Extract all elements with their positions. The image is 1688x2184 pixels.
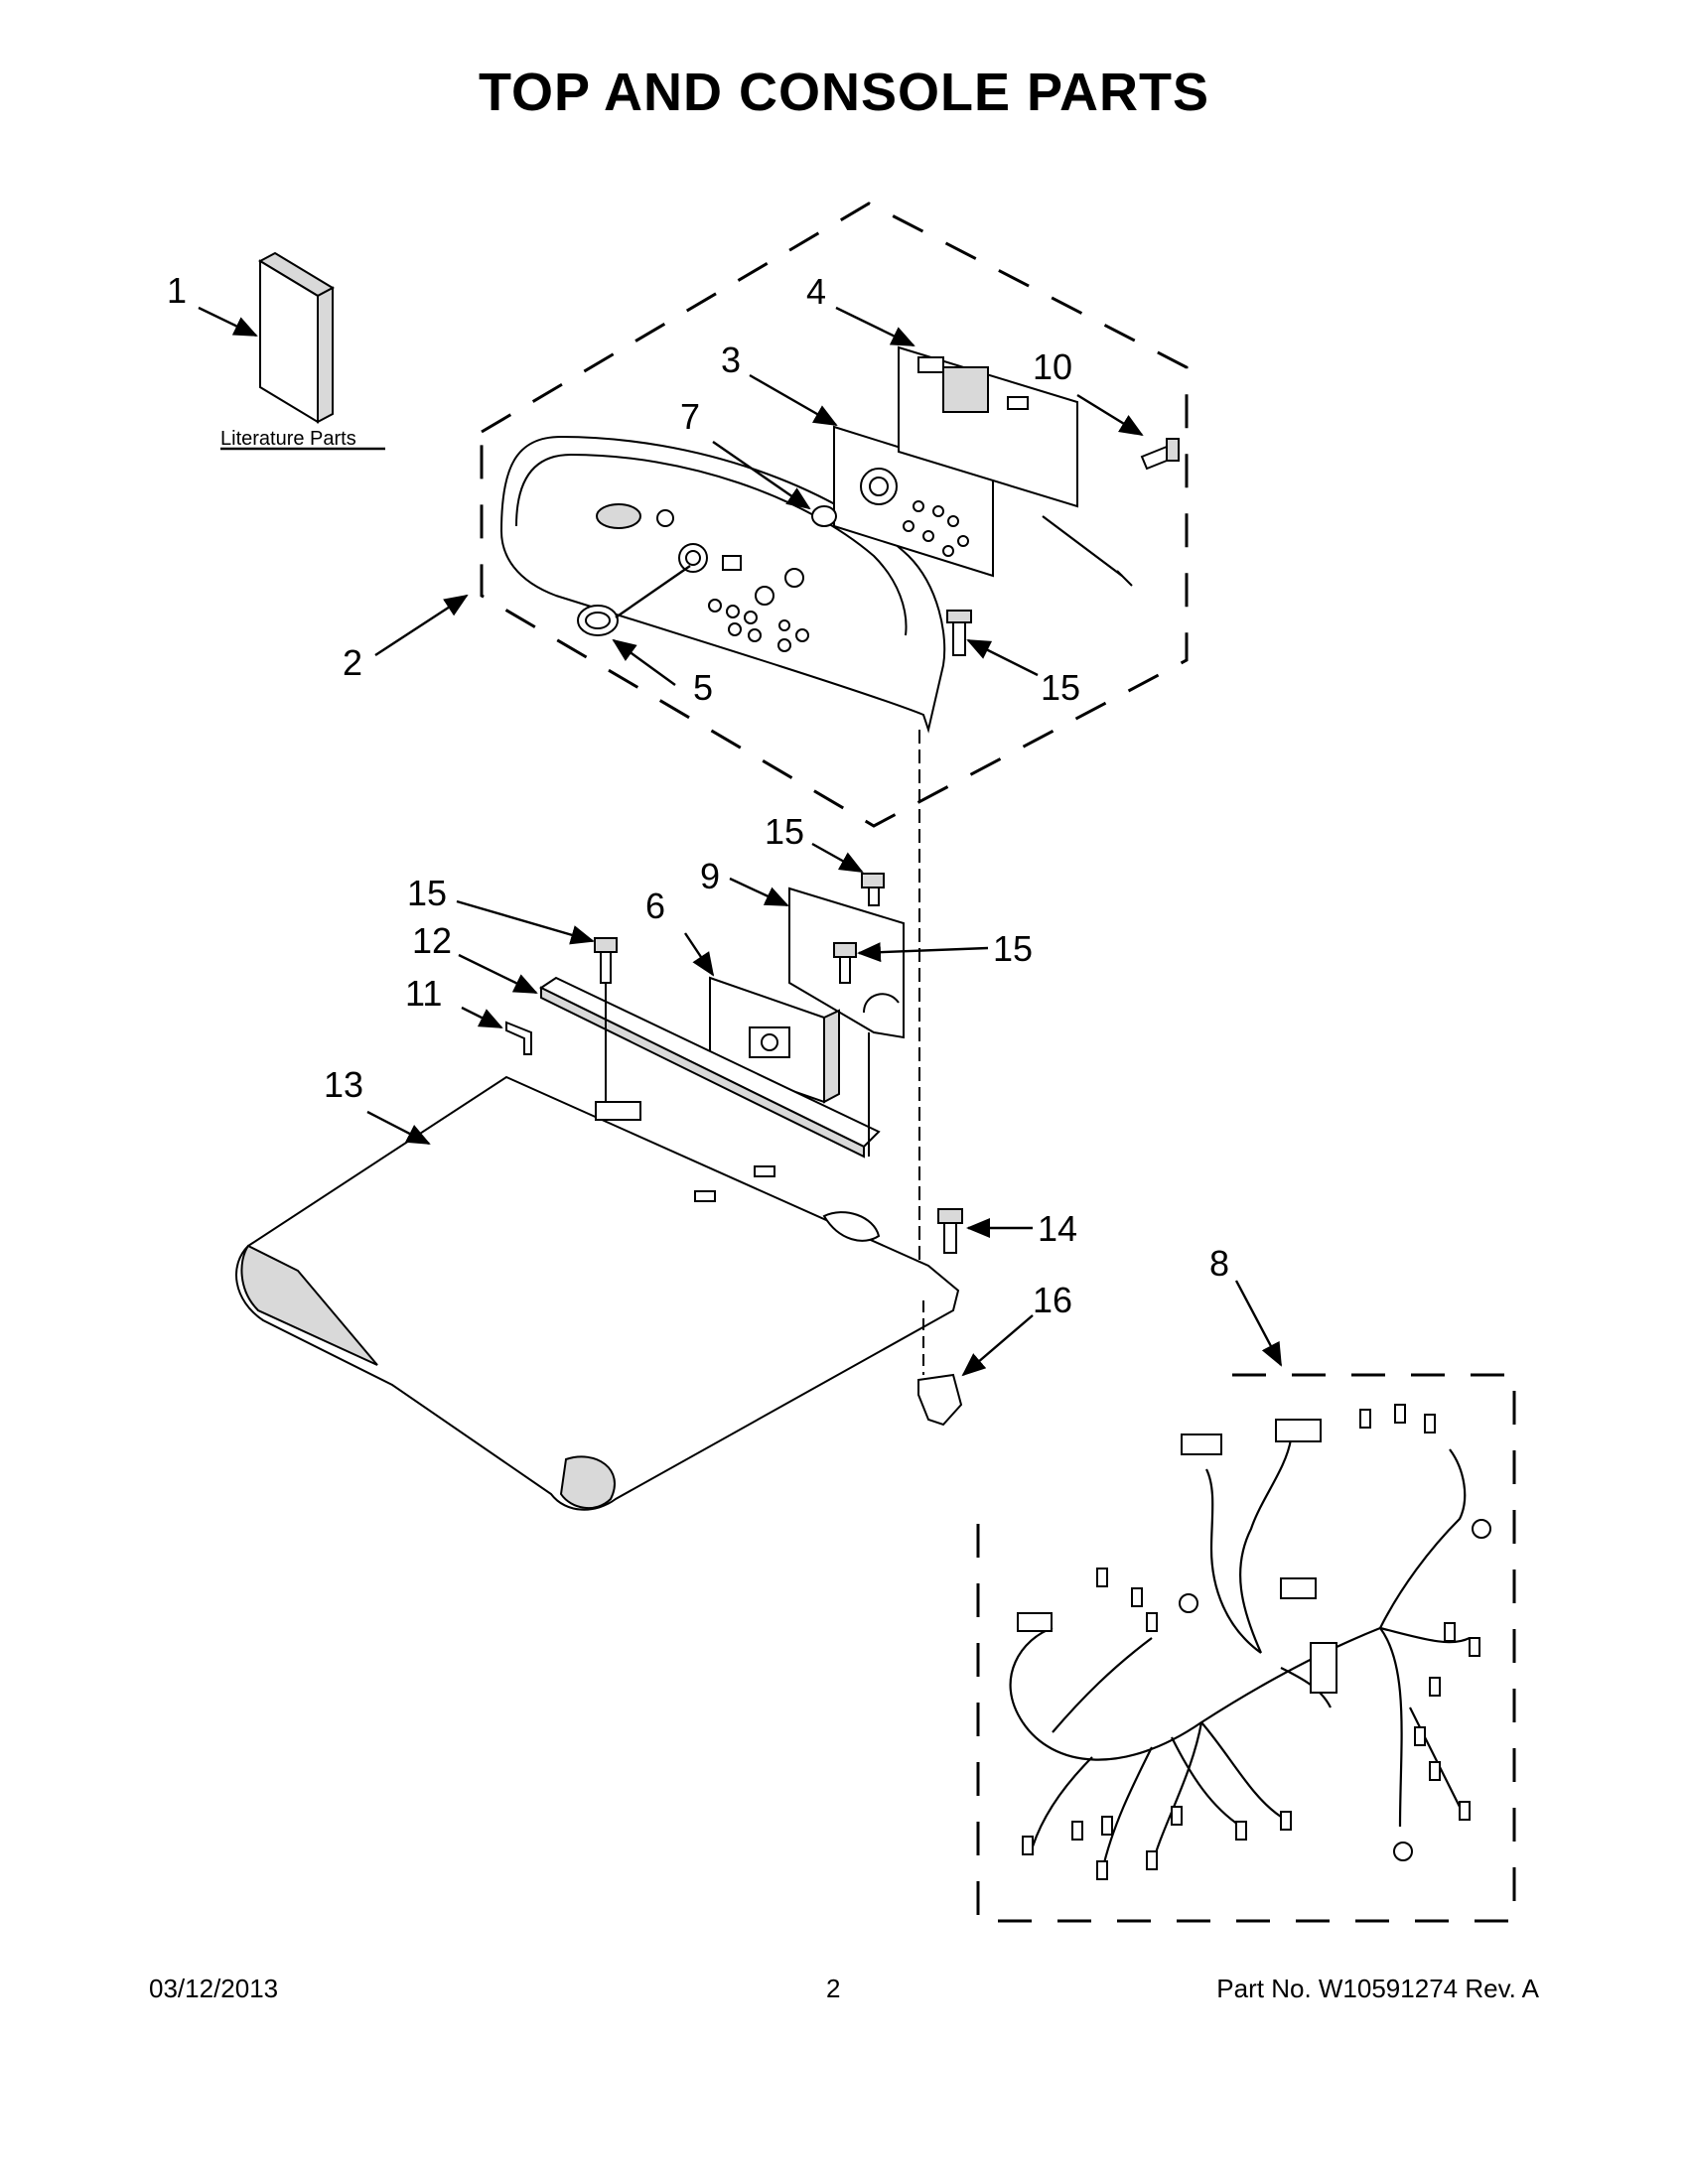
screw-part-14 — [937, 1208, 963, 1254]
callout-14: 14 — [1038, 1208, 1077, 1249]
callout-numbers: 1 2 3 4 5 6 7 8 9 10 11 12 13 14 15 15 1… — [167, 270, 1229, 1320]
callout-3: 3 — [721, 340, 741, 380]
callout-6: 6 — [645, 886, 665, 926]
callout-15-right: 15 — [993, 928, 1033, 969]
top-panel-part-13 — [235, 1075, 960, 1511]
console-group-outline — [480, 202, 1189, 828]
callout-15-left: 15 — [407, 873, 447, 913]
literature-parts-label: Literature Parts — [220, 428, 356, 450]
callout-13: 13 — [324, 1064, 363, 1105]
callout-10: 10 — [1033, 346, 1072, 387]
screw-part-15-a — [861, 873, 885, 906]
harness-group-outline — [976, 1373, 1516, 1923]
footer-page-number: 2 — [826, 1974, 841, 2003]
callout-2: 2 — [343, 642, 362, 683]
hex-key-part-11 — [505, 1021, 532, 1055]
page-title: TOP AND CONSOLE PARTS — [478, 63, 1210, 122]
strip-part-12 — [539, 976, 881, 1159]
screw-part-15-c — [833, 942, 857, 984]
callout-16: 16 — [1033, 1280, 1072, 1320]
clip-part-16 — [917, 1373, 963, 1427]
ring-part-7 — [811, 505, 837, 527]
callout-15-console: 15 — [1041, 667, 1080, 708]
callout-9: 9 — [700, 856, 720, 896]
screw-part-15-console — [946, 610, 972, 656]
footer-part-number: Part No. W10591274 Rev. A — [1216, 1974, 1539, 2003]
callout-7: 7 — [680, 396, 700, 437]
leader-lines — [198, 306, 1283, 1377]
callout-1: 1 — [167, 270, 187, 311]
footer-date: 03/12/2013 — [149, 1974, 279, 2003]
screw-part-15-b — [594, 937, 618, 984]
literature-part-1 — [257, 251, 336, 424]
callout-4: 4 — [806, 271, 826, 312]
callout-5: 5 — [693, 667, 713, 708]
callout-12: 12 — [412, 920, 452, 961]
callout-11: 11 — [405, 973, 442, 1014]
control-board-part-4 — [898, 345, 1078, 508]
callout-8: 8 — [1209, 1243, 1229, 1284]
knob-part-5 — [577, 605, 619, 636]
wire-harness-part-8 — [1009, 1404, 1491, 1880]
callout-15-top: 15 — [765, 811, 804, 852]
screw-part-10 — [1140, 438, 1180, 471]
